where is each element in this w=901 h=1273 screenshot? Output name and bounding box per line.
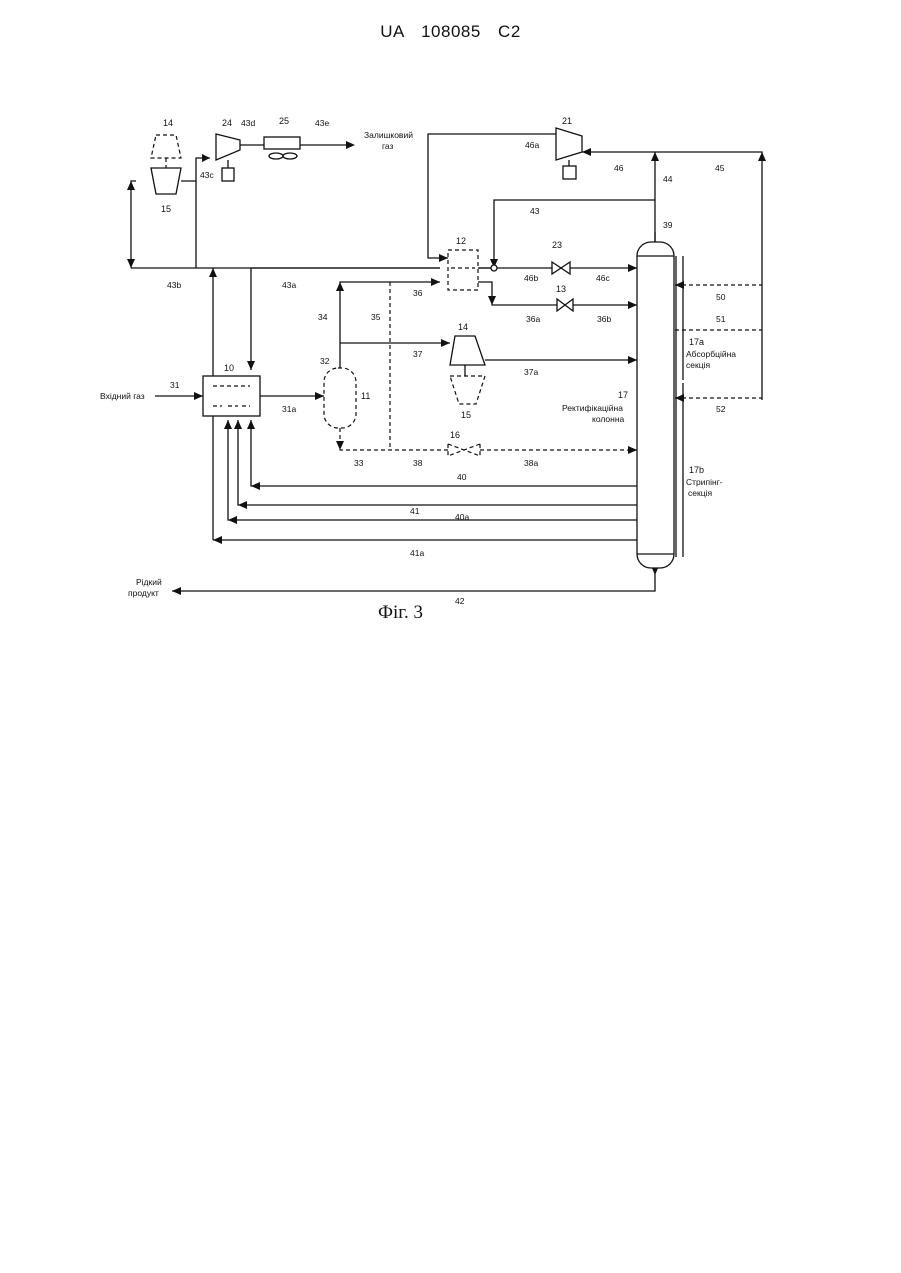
label-valve-16: 16 [450, 430, 460, 440]
stream-36: 36 [413, 288, 423, 298]
label-heat-exchanger-10: 10 [224, 363, 234, 373]
absorption-label-1: Абсорбційна [686, 349, 736, 359]
stream-46c: 46c [596, 273, 610, 283]
heat-exchanger-10-shape [203, 376, 260, 416]
heat-exchanger-12-shape [448, 250, 478, 290]
stream-42: 42 [455, 596, 465, 606]
valve-23-shape [552, 262, 561, 274]
column-name-label-2: колонна [592, 414, 625, 424]
residue-gas-label-2: газ [382, 141, 394, 151]
label-compressor-15: 15 [461, 410, 471, 420]
stream-40: 40 [457, 472, 467, 482]
label-section-17b: 17b [689, 465, 704, 475]
motor-24-shape [222, 168, 234, 181]
motor-21-shape [563, 166, 576, 179]
stream-37: 37 [413, 349, 423, 359]
label-valve-13: 13 [556, 284, 566, 294]
label-separator-11: 11 [361, 391, 370, 401]
stream-31: 31 [170, 380, 180, 390]
expander-14-shape [450, 336, 485, 365]
valve-16-shape [448, 444, 464, 456]
label-compressor-24: 24 [222, 118, 232, 128]
label-compressor-21: 21 [562, 116, 572, 126]
stream-41: 41 [410, 506, 420, 516]
residue-gas-label-1: Залишковий [364, 130, 413, 140]
stream-33: 33 [354, 458, 364, 468]
valve-13-shape [557, 299, 565, 311]
stream-43e: 43e [315, 118, 329, 128]
stream-46b: 46b [524, 273, 538, 283]
stream-45: 45 [715, 163, 725, 173]
label-heat-exchanger-12: 12 [456, 236, 466, 246]
label-cooler-25: 25 [279, 116, 289, 126]
stream-40a: 40a [455, 512, 469, 522]
label-section-17a: 17a [689, 337, 704, 347]
expander-14-top-shape [151, 135, 181, 158]
label-valve-23: 23 [552, 240, 562, 250]
stream-43a: 43a [282, 280, 296, 290]
stream-41a: 41a [410, 548, 424, 558]
compressor-15-top-shape [151, 168, 181, 194]
cooler-25-shape [264, 137, 300, 149]
figure-caption: Фіг. 3 [378, 602, 423, 623]
label-column-17: 17 [618, 390, 628, 400]
stream-46a: 46a [525, 140, 539, 150]
stream-50: 50 [716, 292, 726, 302]
stream-32: 32 [320, 356, 330, 366]
stream-39: 39 [663, 220, 673, 230]
compressor-24-shape [216, 134, 240, 160]
stream-43: 43 [530, 206, 540, 216]
stream-44: 44 [663, 174, 673, 184]
label-compressor-15-top: 15 [161, 204, 171, 214]
stripping-label-2: секція [688, 488, 712, 498]
stream-31a: 31a [282, 404, 296, 414]
stream-43d: 43d [241, 118, 255, 128]
stream-43b: 43b [167, 280, 181, 290]
compressor-21-shape [556, 128, 582, 160]
separator-11-shape [324, 368, 356, 428]
compressor-15-shape [450, 376, 485, 404]
stream-35: 35 [371, 312, 381, 322]
stream-52: 52 [716, 404, 726, 414]
label-expander-14-top: 14 [163, 118, 173, 128]
stream-36b: 36b [597, 314, 611, 324]
inlet-gas-label: Вхідний газ [100, 391, 145, 401]
liquid-product-label-2: продукт [128, 588, 159, 598]
stripping-label-1: Стрипінг- [686, 477, 723, 487]
stream-36a: 36a [526, 314, 540, 324]
label-expander-14: 14 [458, 322, 468, 332]
stream-38a: 38a [524, 458, 538, 468]
stream-37a: 37a [524, 367, 538, 377]
absorption-label-2: секція [686, 360, 710, 370]
stream-51: 51 [716, 314, 726, 324]
equipment [151, 128, 674, 568]
column-name-label-1: Ректифікаційна [562, 403, 623, 413]
rectification-column-17-shape [637, 242, 674, 568]
stream-34: 34 [318, 312, 328, 322]
liquid-product-label-1: Рідкий [136, 577, 162, 587]
stream-46: 46 [614, 163, 624, 173]
stream-43c: 43c [200, 170, 214, 180]
stream-38: 38 [413, 458, 423, 468]
